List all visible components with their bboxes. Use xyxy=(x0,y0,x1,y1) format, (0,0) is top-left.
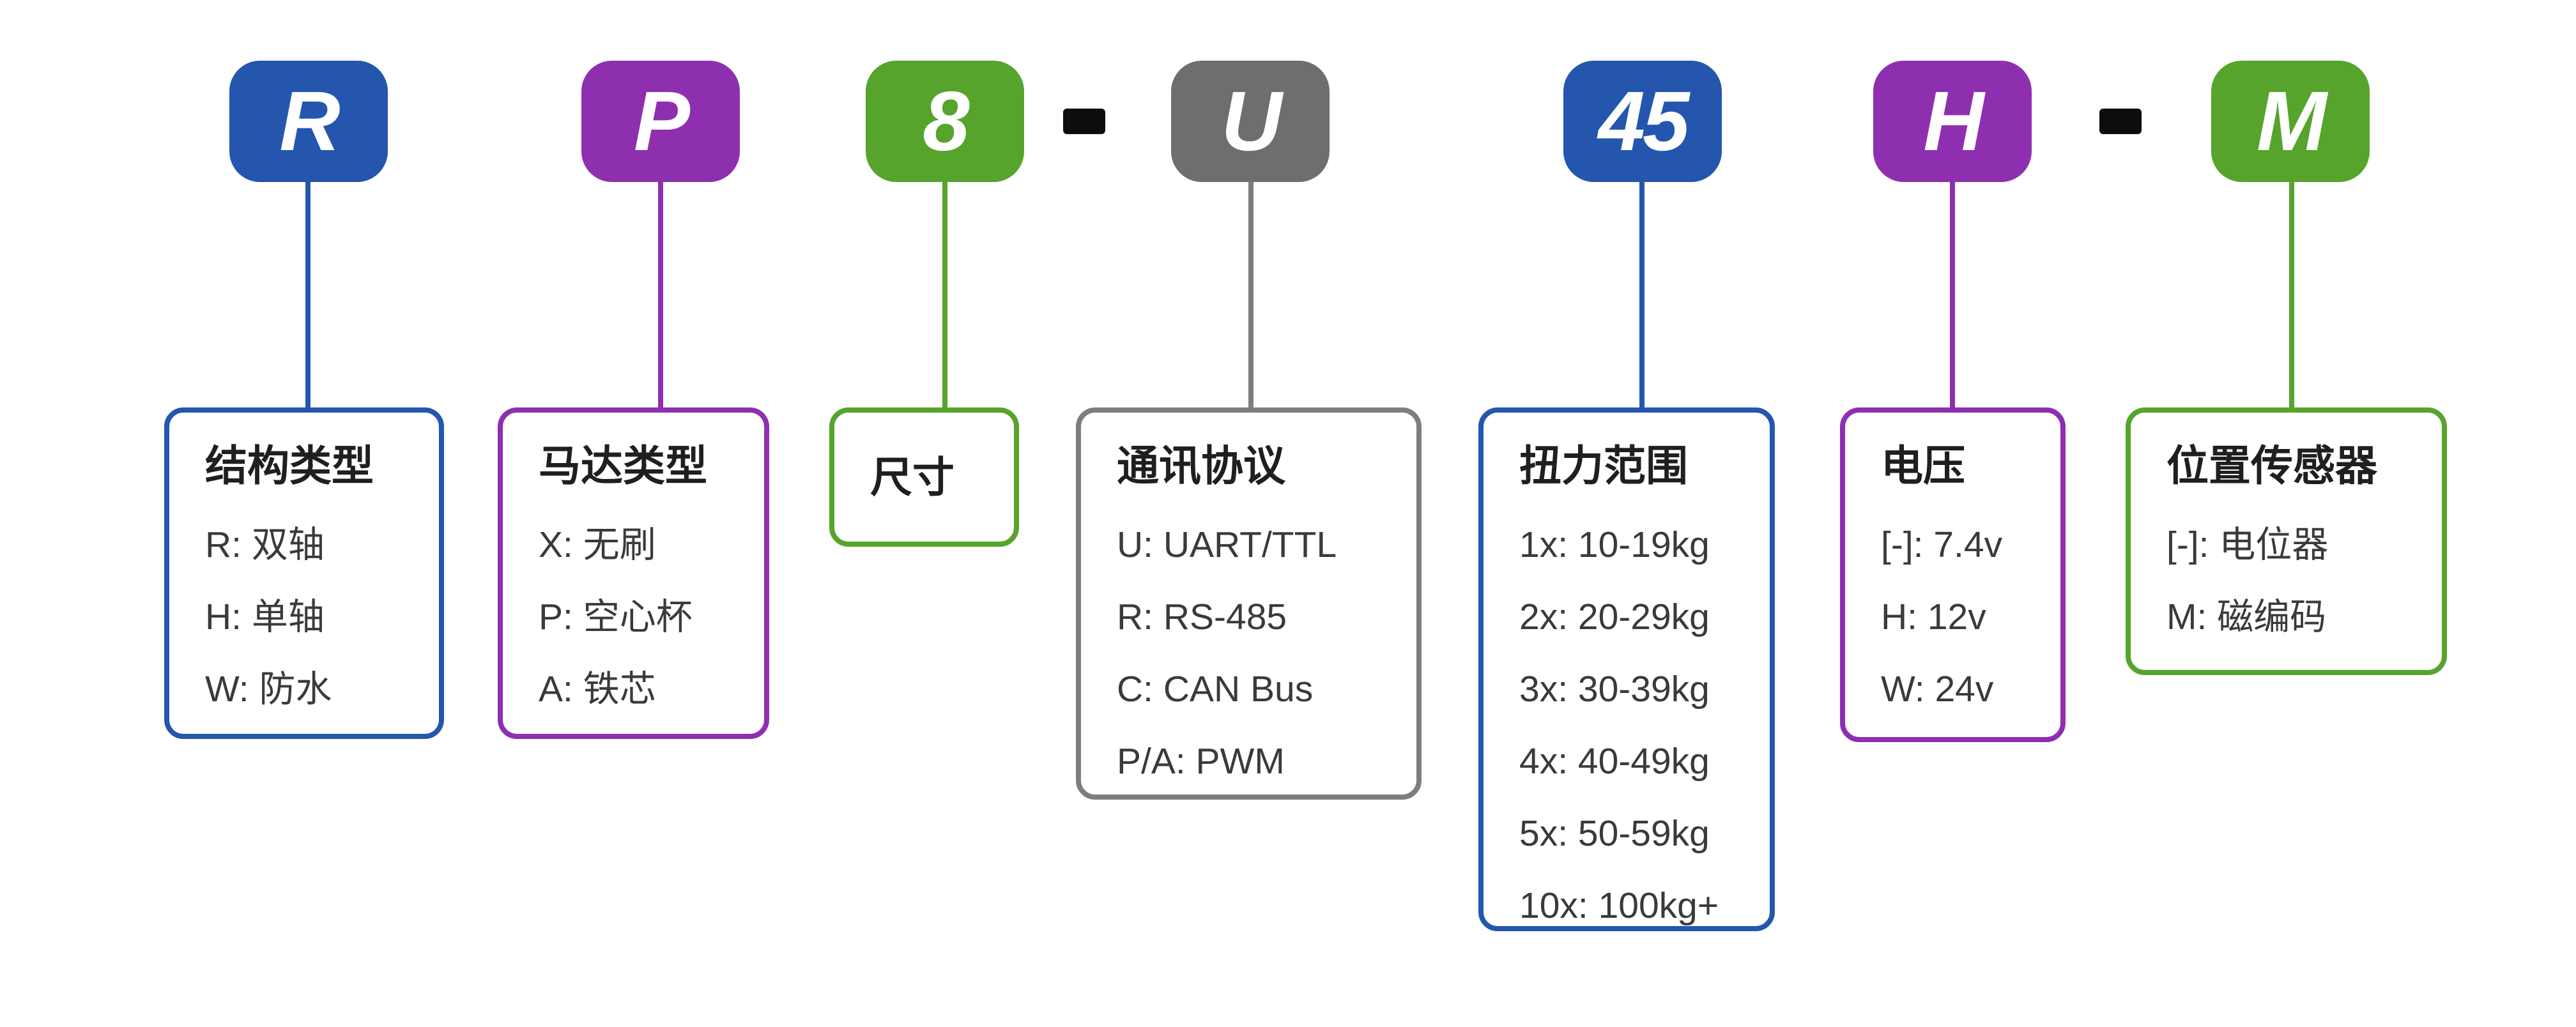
dash-separator-icon xyxy=(2099,109,2142,134)
dash-separator-icon xyxy=(1063,109,1105,134)
connector-line-structure xyxy=(305,181,310,409)
badge-label: U xyxy=(1221,74,1282,168)
legend-item: W: 防水 xyxy=(205,669,332,710)
connector-line-torque xyxy=(1639,181,1644,409)
legend-box-motor: 马达类型 X: 无刷 P: 空心杯 A: 铁芯 xyxy=(498,407,769,739)
box-title: 马达类型 xyxy=(539,442,707,489)
box-title: 通讯协议 xyxy=(1117,442,1285,489)
code-badge-torque: 45 xyxy=(1563,61,1722,182)
legend-item: 10x: 100kg+ xyxy=(1519,885,1719,927)
box-title: 电压 xyxy=(1881,442,1965,489)
connector-line-motor xyxy=(658,181,663,409)
legend-item: H: 12v xyxy=(1881,597,1986,638)
legend-item: 2x: 20-29kg xyxy=(1519,597,1710,638)
badge-label: P xyxy=(633,74,690,168)
badge-label: M xyxy=(2257,74,2327,168)
badge-label: H xyxy=(1923,74,1984,168)
legend-item: 4x: 40-49kg xyxy=(1519,741,1710,782)
legend-item: 1x: 10-19kg xyxy=(1519,524,1710,566)
legend-item: H: 单轴 xyxy=(205,597,325,638)
legend-item: U: UART/TTL xyxy=(1117,524,1337,566)
legend-box-structure: 结构类型 R: 双轴 H: 单轴 W: 防水 xyxy=(164,407,444,739)
code-badge-size: 8 xyxy=(866,61,1024,182)
code-badge-voltage: H xyxy=(1873,61,2032,182)
connector-line-sensor xyxy=(2289,181,2294,409)
legend-box-torque: 扭力范围 1x: 10-19kg 2x: 20-29kg 3x: 30-39kg… xyxy=(1478,407,1775,931)
connector-line-protocol xyxy=(1248,181,1254,409)
legend-item: R: 双轴 xyxy=(205,524,325,566)
legend-item: A: 铁芯 xyxy=(539,669,656,710)
legend-box-sensor: 位置传感器 [-]: 电位器 M: 磁编码 xyxy=(2126,407,2447,675)
legend-item: [-]: 电位器 xyxy=(2166,524,2329,566)
code-badge-motor: P xyxy=(581,61,740,182)
legend-box-protocol: 通讯协议 U: UART/TTL R: RS-485 C: CAN Bus P/… xyxy=(1076,407,1422,800)
legend-item: 3x: 30-39kg xyxy=(1519,669,1710,710)
badge-label: R xyxy=(279,74,340,168)
box-title: 扭力范围 xyxy=(1519,442,1688,489)
legend-item: P: 空心杯 xyxy=(539,597,693,638)
legend-item: M: 磁编码 xyxy=(2166,597,2327,638)
legend-item: P/A: PWM xyxy=(1117,741,1285,782)
legend-box-size: 尺寸 xyxy=(829,407,1019,547)
box-title: 位置传感器 xyxy=(2166,442,2377,489)
connector-line-voltage xyxy=(1950,181,1955,409)
box-title: 结构类型 xyxy=(205,442,374,489)
legend-item: X: 无刷 xyxy=(539,524,656,566)
legend-item: [-]: 7.4v xyxy=(1881,524,2003,566)
connector-line-size xyxy=(942,181,947,409)
code-badge-structure: R xyxy=(229,61,388,182)
legend-item: W: 24v xyxy=(1881,669,1994,710)
legend-box-voltage: 电压 [-]: 7.4v H: 12v W: 24v xyxy=(1840,407,2066,742)
legend-item: C: CAN Bus xyxy=(1117,669,1314,710)
badge-label: 45 xyxy=(1598,74,1690,168)
code-badge-protocol: U xyxy=(1171,61,1330,182)
code-badge-sensor: M xyxy=(2211,61,2370,182)
box-title: 尺寸 xyxy=(870,453,954,501)
legend-item: R: RS-485 xyxy=(1117,597,1287,638)
badge-label: 8 xyxy=(923,74,969,168)
legend-item: 5x: 50-59kg xyxy=(1519,813,1710,855)
